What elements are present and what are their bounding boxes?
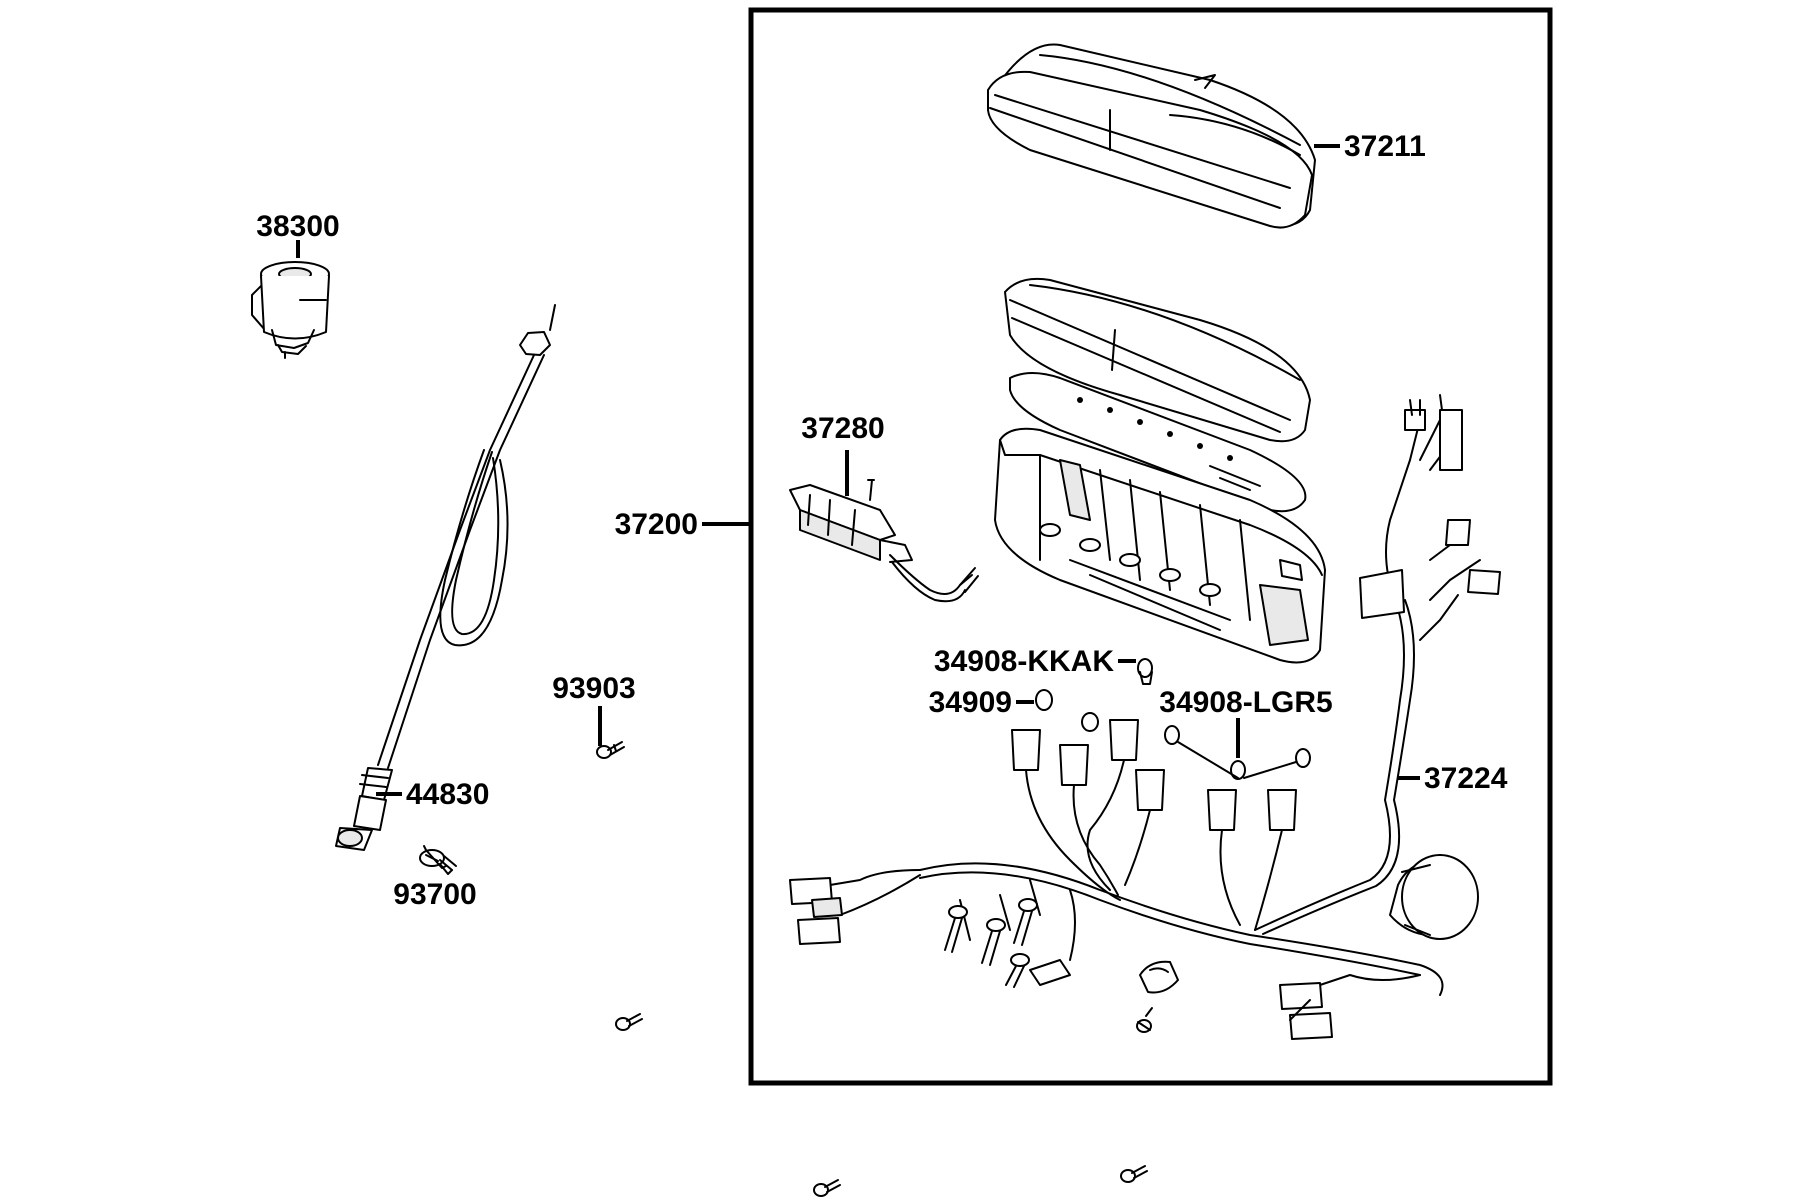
part-37224-wire-harness (789, 394, 1501, 1040)
label-34908-kkak: 34908-KKAK (934, 645, 1114, 678)
screw-icon (615, 1013, 643, 1031)
label-37200: 37200 (615, 508, 698, 541)
label-34908-lgr5: 34908-LGR5 (1159, 686, 1332, 719)
part-93700-bolt (419, 845, 457, 875)
label-44830: 44830 (406, 778, 489, 811)
label-37211: 37211 (1344, 130, 1426, 163)
bolt-icon (981, 918, 1006, 966)
part-37280-sensor (789, 479, 979, 603)
screw-icon (1120, 1165, 1148, 1183)
screw-icon (1136, 1007, 1153, 1033)
part-34908-kkak-bulb (1137, 658, 1153, 685)
part-34909-socket (1035, 689, 1099, 732)
assembly-frame (748, 7, 1553, 1086)
screw-icon (813, 1179, 841, 1197)
part-37211-meter-cover (987, 43, 1316, 229)
part-93903-screw (596, 741, 625, 759)
label-93700: 93700 (393, 878, 476, 911)
bolt-icon (944, 905, 968, 953)
part-dial-plate (1009, 372, 1307, 513)
part-meter-lens (1004, 277, 1311, 443)
label-93903: 93903 (552, 672, 635, 705)
bolt-icon (1005, 953, 1030, 988)
label-37280: 37280 (801, 412, 884, 445)
label-38300: 38300 (256, 210, 339, 243)
label-34909: 34909 (929, 686, 1012, 719)
part-meter-case (994, 427, 1326, 664)
label-37224: 37224 (1424, 762, 1508, 795)
part-44830-speedometer-cable (335, 304, 556, 851)
part-38300-switch (251, 261, 330, 359)
part-34908-lgr5-bulb (1164, 725, 1311, 780)
bolt-icon (1013, 898, 1038, 946)
